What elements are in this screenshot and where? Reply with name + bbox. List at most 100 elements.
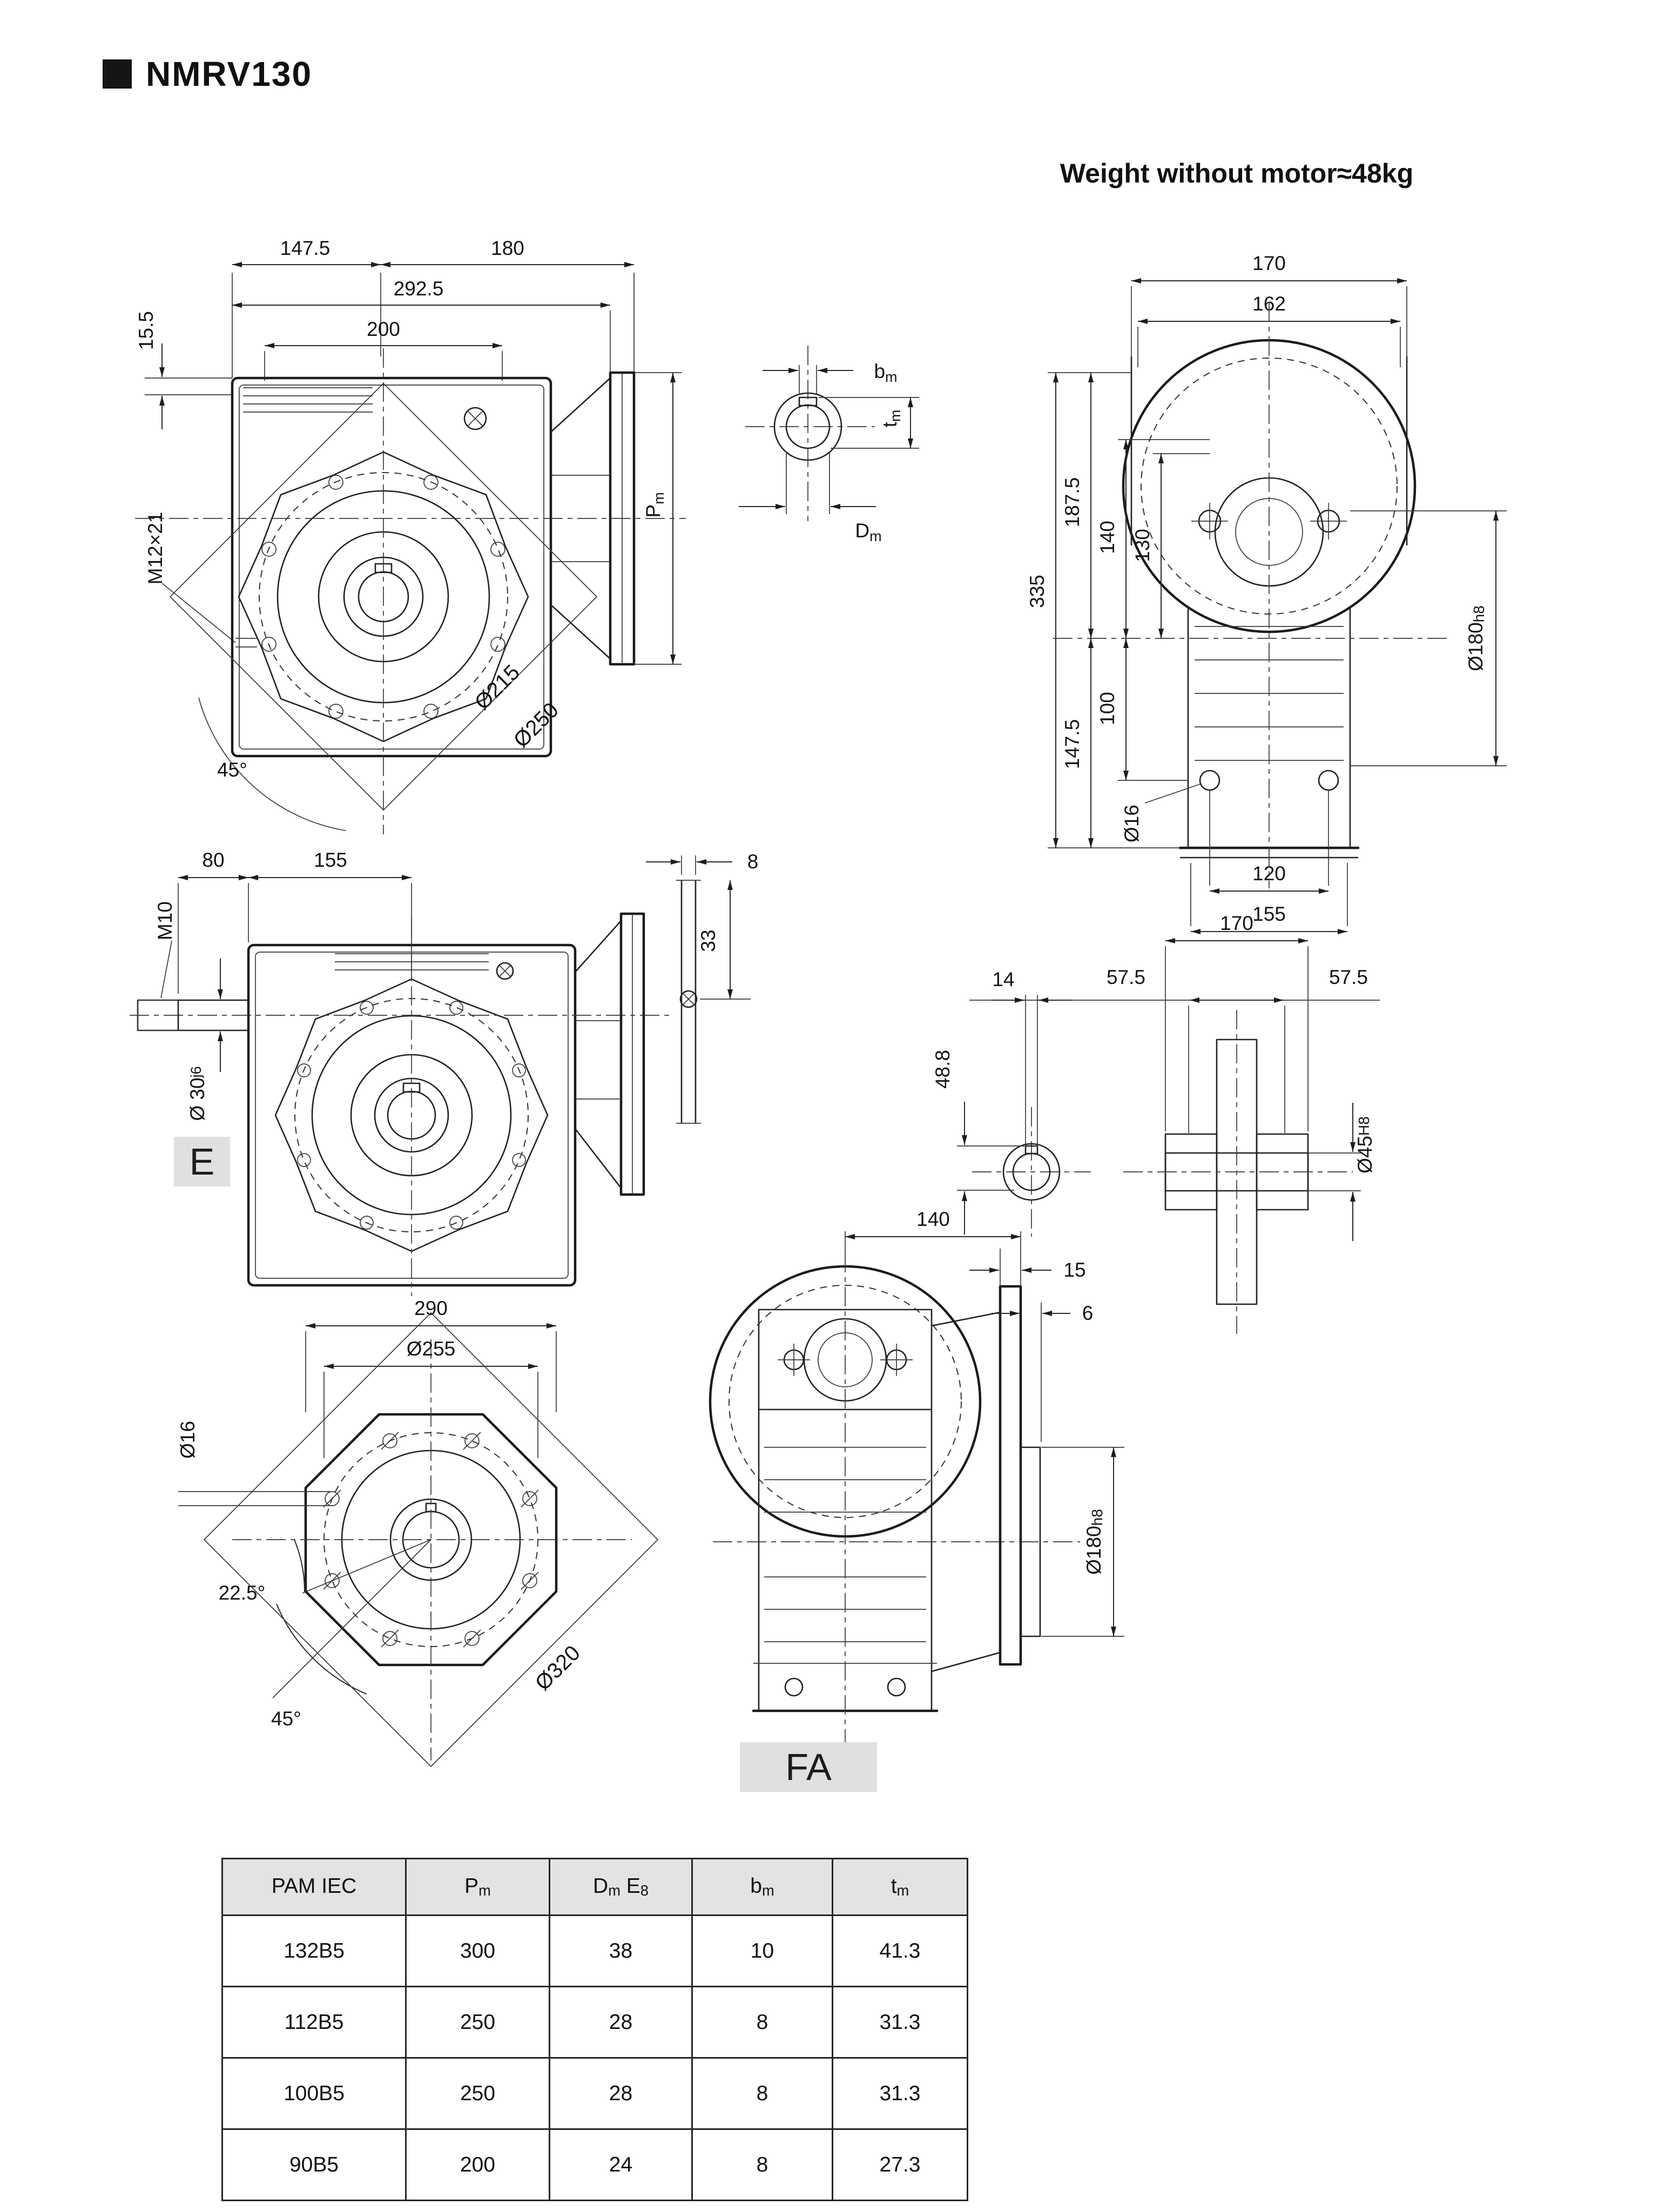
cell-pm: 300 (405, 1914, 550, 1987)
dim-45deg-fa: 45° (271, 1708, 301, 1730)
cell-pm: 250 (405, 1986, 550, 2059)
dim-140: 140 (1096, 521, 1118, 554)
table-row: 112B5 250 28 8 31.3 (221, 1986, 968, 2059)
cell-tm: 41.3 (832, 1914, 968, 1987)
dim-14: 14 (992, 968, 1014, 990)
dim-170: 170 (1252, 252, 1286, 274)
page-title-row: NMRV130 (103, 54, 312, 94)
view-label-e-text: E (189, 1141, 215, 1183)
view-top-side-dimensions: 147.5 180 292.5 200 15.5 M12×21 Pm (135, 237, 682, 665)
dim-57-5-right: 57.5 (1329, 966, 1368, 988)
view-hub-sections: 14 57.5 57.5 170 48.8 Ø45H8 (932, 912, 1380, 1334)
view-side-e-housing (130, 912, 670, 1296)
dim-255: Ø255 (407, 1338, 456, 1360)
dim-100: 100 (1096, 692, 1118, 725)
view-side-e-dimensions: 80 155 M10 Ø 30j6 (154, 849, 412, 1121)
dim-180h8-fa: Ø180h8 (1083, 1509, 1105, 1575)
cell-dm: 24 (549, 2128, 693, 2201)
dim-187-5: 187.5 (1061, 477, 1083, 528)
dim-292-5: 292.5 (394, 278, 444, 300)
cell-pam: 132B5 (221, 1914, 407, 1987)
dim-45h8: Ø45H8 (1354, 1116, 1376, 1174)
dim-33: 33 (697, 929, 719, 952)
dim-tm: tm (879, 410, 903, 428)
dim-15-5: 15.5 (135, 311, 157, 350)
cell-bm: 8 (691, 2057, 833, 2130)
title-bullet-icon (103, 59, 132, 89)
dim-320: Ø320 (531, 1641, 585, 1695)
view-flange-section: 8 33 (646, 851, 759, 1124)
dim-250: Ø250 (509, 698, 563, 752)
dim-147-5: 147.5 (280, 237, 331, 259)
view-label-fa: FA (740, 1742, 877, 1792)
view-side-e: 80 155 M10 Ø 30j6 (130, 849, 670, 1296)
cell-dm: 28 (549, 1986, 693, 2059)
col-header-pam-iec: PAM IEC (221, 1858, 407, 1916)
col-header-tm: tm (832, 1858, 968, 1916)
view-front: 170 162 (1026, 252, 1507, 934)
dim-180h8-front: Ø180h8 (1465, 605, 1487, 671)
view-front-right-bottom-dimensions: Ø180h8 120 155 (1190, 510, 1507, 934)
cell-bm: 8 (691, 1986, 833, 2059)
cell-pam: 112B5 (221, 1986, 407, 2059)
dim-147-5-front: 147.5 (1061, 719, 1083, 770)
dim-180: 180 (491, 237, 524, 259)
dim-335: 335 (1026, 575, 1048, 608)
dim-16-fa: Ø16 (177, 1421, 199, 1459)
view-fa-flange: 290 Ø255 Ø16 22.5° 45° Ø320 (177, 1297, 659, 1768)
view-shaft-key-detail: bm tm Dm (739, 346, 919, 544)
view-label-e: E (174, 1137, 230, 1186)
dim-6: 6 (1082, 1302, 1094, 1324)
page-title: NMRV130 (146, 55, 313, 93)
dim-130: 130 (1131, 529, 1154, 562)
dim-155-e: 155 (314, 849, 347, 871)
dim-57-5-left: 57.5 (1107, 966, 1145, 988)
cell-bm: 8 (691, 2128, 833, 2201)
dim-16: Ø16 (1121, 805, 1143, 842)
view-fa-side: 140 15 6 Ø180h8 (709, 1208, 1124, 1744)
view-front-body (1053, 302, 1447, 888)
view-label-fa-text: FA (785, 1746, 832, 1788)
dim-45deg: 45° (217, 759, 247, 781)
dim-155-front: 155 (1252, 903, 1286, 925)
pam-iec-table: PAM IEC Pm Dm E8 bm tm 132B5 300 38 10 4… (221, 1858, 968, 2201)
cell-dm: 38 (549, 1914, 693, 1987)
view-front-left-dimensions: 335 187.5 140 130 147.5 100 Ø16 (1026, 372, 1210, 848)
dim-22-5deg: 22.5° (219, 1582, 266, 1604)
table-header-row: PAM IEC Pm Dm E8 bm tm (221, 1858, 968, 1916)
table-row: 100B5 250 28 8 31.3 (221, 2057, 968, 2130)
dim-290: 290 (414, 1297, 448, 1319)
technical-drawing: 147.5 180 292.5 200 15.5 M12×21 Pm (130, 237, 1507, 1768)
dim-m12x21: M12×21 (144, 512, 166, 585)
view-top-side: 147.5 180 292.5 200 15.5 M12×21 Pm (135, 237, 686, 834)
dim-m10: M10 (154, 901, 176, 940)
col-header-pm: Pm (405, 1858, 550, 1916)
cell-tm: 31.3 (832, 1986, 968, 2059)
dim-80: 80 (202, 849, 224, 871)
cell-pam: 100B5 (221, 2057, 407, 2130)
cell-tm: 27.3 (832, 2128, 968, 2201)
table-row: 132B5 300 38 10 41.3 (221, 1914, 968, 1987)
dim-dm: Dm (855, 520, 881, 544)
dim-140-fa: 140 (916, 1208, 950, 1230)
cell-pm: 200 (405, 2128, 550, 2201)
dim-200: 200 (367, 318, 400, 340)
view-top-side-housing (135, 348, 686, 834)
col-header-bm: bm (691, 1858, 833, 1916)
dim-8: 8 (747, 851, 759, 873)
dim-48-8: 48.8 (932, 1050, 954, 1089)
cell-dm: 28 (549, 2057, 693, 2130)
table-row: 90B5 200 24 8 27.3 (221, 2128, 968, 2201)
cell-pam: 90B5 (221, 2128, 407, 2201)
col-header-dm-e8: Dm E8 (549, 1858, 693, 1916)
cell-bm: 10 (691, 1914, 833, 1987)
cell-pm: 250 (405, 2057, 550, 2130)
dim-15: 15 (1063, 1259, 1085, 1281)
dim-bm: bm (874, 360, 897, 385)
dim-170-hub: 170 (1220, 912, 1253, 934)
dim-30j6: Ø 30j6 (186, 1066, 208, 1121)
dim-120: 120 (1252, 862, 1286, 885)
cell-tm: 31.3 (832, 2057, 968, 2130)
dim-pm: Pm (642, 492, 667, 517)
weight-note: Weight without motor≈48kg (1060, 158, 1414, 188)
